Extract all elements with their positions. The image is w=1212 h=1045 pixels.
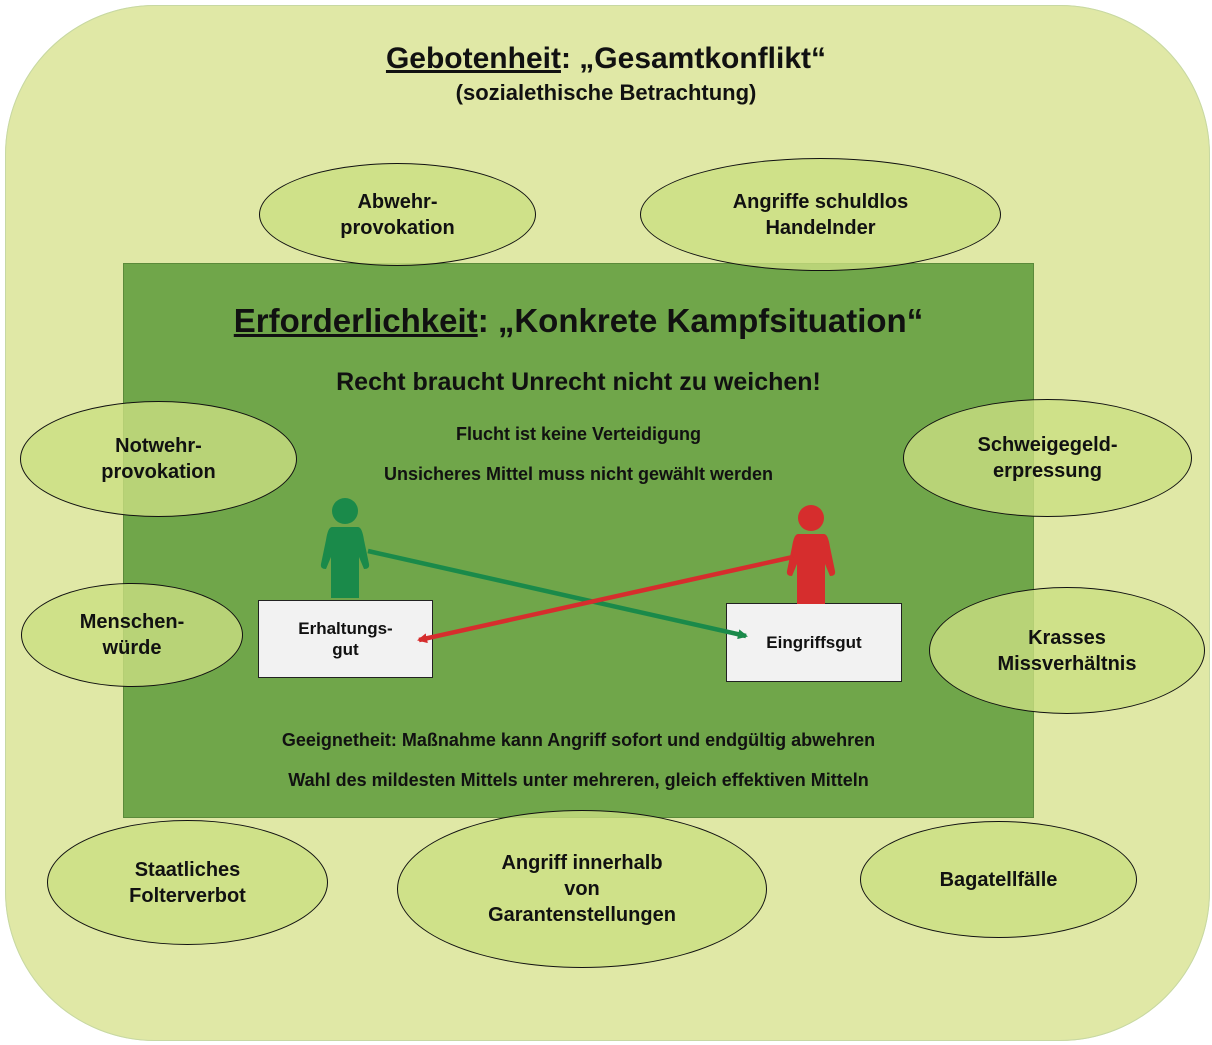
erhaltungsgut-box: Erhaltungs- gut	[258, 600, 433, 678]
outer-title: Gebotenheit: „Gesamtkonflikt“	[0, 40, 1212, 78]
inner-title-rest: : „Konkrete Kampfsituation“	[477, 302, 924, 339]
ellipse-notwehrprovokation: Notwehr- provokation	[20, 401, 297, 517]
ellipse-menschenwuerde: Menschen- würde	[21, 583, 243, 687]
outer-title-label: Gebotenheit	[385, 42, 561, 75]
ellipse-schweigegelderpressung: Schweigegeld- erpressung	[903, 399, 1192, 517]
inner-bottom-geeignetheit: Geeignetheit: Maßnahme kann Angriff sofo…	[281, 730, 876, 750]
inner-headline: Recht braucht Unrecht nicht zu weichen!	[336, 368, 821, 396]
ellipse-staatliches-folterverbot: Staatliches Folterverbot	[47, 820, 328, 945]
ellipse-angriff-garantenstellungen: Angriff innerhalb von Garantenstellungen	[397, 810, 767, 968]
outer-subtitle: (sozialethische Betrachtung)	[455, 80, 757, 105]
inner-title: Erforderlichkeit: „Konkrete Kampfsituati…	[123, 302, 1034, 340]
inner-title-label: Erforderlichkeit	[233, 302, 478, 339]
ellipse-angriffe-schuldlos-handelnder: Angriffe schuldlos Handelnder	[640, 158, 1001, 271]
attack-arrow	[417, 554, 794, 644]
inner-panel	[123, 263, 1034, 818]
attacker-figure-icon	[786, 505, 836, 604]
ellipse-bagatellfaelle: Bagatellfälle	[860, 821, 1137, 938]
outer-title-block: Gebotenheit: „Gesamtkonflikt“ (sozialeth…	[0, 40, 1212, 108]
ellipse-krasses-missverhaeltnis: Krasses Missverhältnis	[929, 587, 1205, 714]
defense-arrow	[367, 548, 748, 640]
ellipse-abwehrprovokation: Abwehr- provokation	[259, 163, 536, 266]
eingriffsgut-box: Eingriffsgut	[726, 603, 902, 682]
inner-line-mittel: Unsicheres Mittel muss nicht gewählt wer…	[383, 464, 774, 484]
inner-line-flucht: Flucht ist keine Verteidigung	[455, 424, 702, 444]
inner-bottom-mildestes-mittel: Wahl des mildesten Mittels unter mehrere…	[288, 770, 869, 790]
defender-figure-icon	[320, 498, 370, 598]
outer-title-rest: : „Gesamtkonflikt“	[560, 42, 827, 75]
outer-panel-border	[5, 5, 1210, 1041]
